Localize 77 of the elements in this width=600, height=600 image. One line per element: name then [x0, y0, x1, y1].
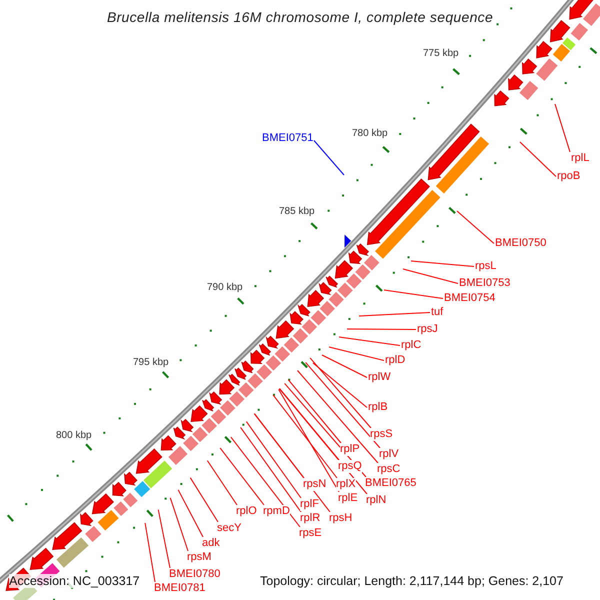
gene-label: secY — [217, 522, 242, 534]
leader-line — [314, 140, 344, 176]
scale-label: 795 kbp — [133, 357, 169, 368]
gene-label: rpoB — [557, 170, 580, 182]
leader-line — [284, 382, 366, 478]
leader-line — [220, 447, 264, 506]
leader-line — [297, 370, 378, 464]
gene-label: rpsS — [370, 428, 393, 440]
leader-line — [158, 509, 170, 568]
gene-label: rpsJ — [417, 322, 438, 336]
leader-line — [178, 489, 204, 538]
leader-line — [305, 362, 380, 448]
leader-line — [402, 268, 458, 284]
gene-label: rpsM — [187, 550, 212, 564]
gene-label: rplP — [340, 442, 360, 456]
gene-label: rpsC — [377, 462, 400, 476]
gene-label: BMEI0780 — [169, 568, 220, 580]
leader-line — [190, 477, 218, 522]
leader-line — [254, 413, 304, 478]
gene-label: rplO — [236, 504, 257, 518]
leader-line — [144, 522, 156, 582]
gene-label: BMEI0751 — [262, 132, 314, 144]
gene-label: rplW — [368, 370, 391, 384]
gene-label: rpmD — [263, 504, 290, 518]
scale-label: 785 kbp — [279, 206, 315, 218]
leader-line — [278, 388, 340, 492]
title: Brucella melitensis 16M chromosome I, complete sequence — [106, 9, 494, 25]
gene-label: tuf — [431, 306, 444, 318]
gene-label: BMEI0765 — [365, 476, 416, 490]
gene-label: rplD — [385, 354, 406, 366]
leader-line — [312, 362, 368, 408]
gene-label: rplE — [338, 492, 358, 504]
info-label: Accession: NC_003317 — [9, 574, 140, 588]
leader-line — [279, 388, 340, 460]
gene-label: rplB — [368, 400, 388, 414]
leader-line — [358, 312, 430, 316]
scale-label: 775 kbp — [423, 48, 459, 60]
gene-label: rplL — [571, 152, 590, 164]
gene-label: rplN — [366, 494, 386, 506]
gene-label: rpsN — [303, 478, 326, 490]
gene-label: BMEI0753 — [459, 276, 510, 290]
scale-label: 800 kbp — [56, 430, 92, 442]
leader-line — [346, 328, 416, 330]
gene-label: rplC — [401, 338, 422, 352]
leader-line — [288, 379, 342, 444]
leader-line — [310, 357, 372, 428]
gene-label: rpsQ — [338, 460, 362, 472]
gene-label: rplF — [300, 498, 319, 510]
gene-label: BMEI0750 — [495, 236, 546, 250]
leader-line — [170, 497, 188, 552]
leader-line — [206, 460, 238, 506]
leader-line — [240, 426, 302, 512]
gene-label: rplR — [300, 512, 320, 524]
leader-line — [520, 142, 556, 177]
leader-line — [230, 436, 300, 528]
leader-line — [384, 290, 444, 299]
gene-label: rpsL — [475, 260, 496, 272]
leader-line — [456, 210, 494, 244]
leader-line — [254, 413, 330, 512]
gene-label: adk — [202, 536, 220, 550]
gene-label: rpsH — [329, 512, 352, 524]
info-label: Topology: circular; Length: 2,117,144 bp; Genes: 2,107 — [260, 574, 564, 588]
leader-line — [272, 394, 338, 478]
leader-line — [338, 336, 400, 346]
leader-line — [554, 104, 570, 152]
leader-line — [322, 354, 368, 378]
gene-label: rplV — [379, 448, 399, 460]
gene-label: BMEI0781 — [154, 582, 206, 594]
gene-label: rplX — [336, 478, 356, 490]
gene-label: rpsE — [299, 526, 322, 540]
leader-line — [410, 260, 474, 267]
scale-label: 790 kbp — [207, 282, 243, 294]
gene-label: BMEI0754 — [444, 292, 496, 304]
scale-label: 780 kbp — [352, 128, 388, 140]
leader-line — [328, 346, 384, 361]
leader-line — [278, 388, 368, 494]
leader-line — [246, 421, 302, 498]
